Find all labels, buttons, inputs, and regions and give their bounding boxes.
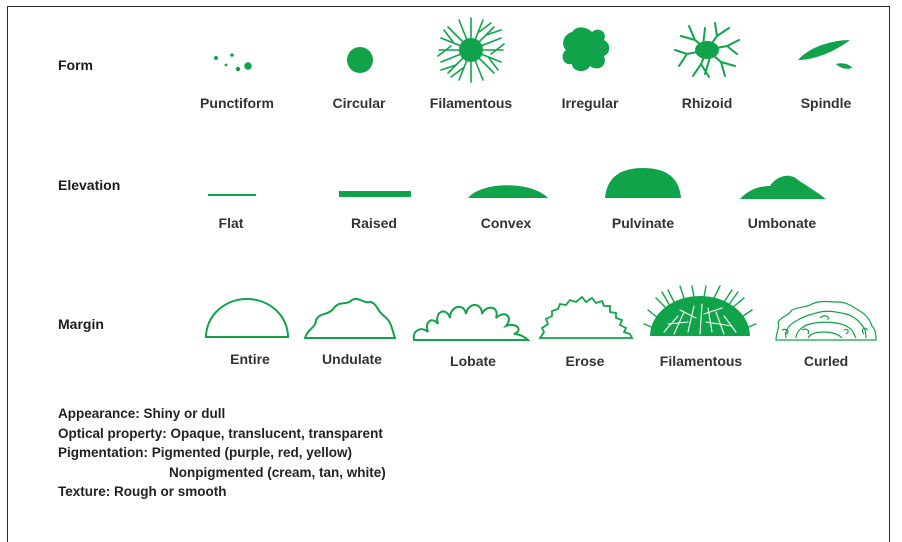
- elevation-convex-label: Convex: [481, 215, 532, 231]
- form-row-label: Form: [58, 57, 93, 73]
- punctiform-colony-icon: [210, 52, 260, 76]
- flat-elevation-icon: [208, 192, 256, 198]
- form-spindle-label: Spindle: [801, 95, 852, 111]
- nonpigmented-note: Nonpigmented (cream, tan, white): [58, 463, 386, 483]
- form-rhizoid-label: Rhizoid: [682, 95, 733, 111]
- erose-margin-icon: [538, 294, 634, 340]
- entire-margin-icon: [204, 297, 290, 339]
- undulate-margin-icon: [302, 294, 398, 340]
- elevation-raised-label: Raised: [351, 215, 397, 231]
- lobate-margin-icon: [410, 296, 532, 342]
- umbonate-elevation-icon: [740, 172, 826, 200]
- margin-undulate-label: Undulate: [322, 351, 382, 367]
- circular-colony-icon: [345, 45, 375, 75]
- appearance-note: Appearance: Shiny or dull: [58, 404, 386, 424]
- margin-lobate-label: Lobate: [450, 353, 496, 369]
- colony-characteristics-notes: Appearance: Shiny or dull Optical proper…: [58, 404, 386, 502]
- form-circular-label: Circular: [333, 95, 386, 111]
- convex-elevation-icon: [468, 179, 548, 199]
- elevation-pulvinate-label: Pulvinate: [612, 215, 674, 231]
- elevation-umbonate-label: Umbonate: [748, 215, 816, 231]
- form-irregular-label: Irregular: [562, 95, 619, 111]
- form-filamentous-label: Filamentous: [430, 95, 512, 111]
- margin-entire-label: Entire: [230, 351, 270, 367]
- elevation-flat-label: Flat: [219, 215, 244, 231]
- margin-curled-label: Curled: [804, 353, 848, 369]
- curled-margin-icon: [772, 294, 880, 342]
- margin-filamentous-label: Filamentous: [660, 353, 742, 369]
- irregular-colony-icon: [558, 22, 614, 76]
- texture-note: Texture: Rough or smooth: [58, 482, 386, 502]
- form-punctiform-label: Punctiform: [200, 95, 274, 111]
- pulvinate-elevation-icon: [605, 167, 681, 199]
- raised-elevation-icon: [339, 190, 411, 198]
- margin-row-label: Margin: [58, 316, 104, 332]
- optical-property-note: Optical property: Opaque, translucent, t…: [58, 424, 386, 444]
- pigmentation-note: Pigmentation: Pigmented (purple, red, ye…: [58, 443, 386, 463]
- spindle-colony-icon: [794, 36, 854, 72]
- elevation-row-label: Elevation: [58, 177, 120, 193]
- filamentous-colony-icon: [436, 14, 506, 86]
- filamentous-margin-icon: [644, 286, 756, 340]
- rhizoid-colony-icon: [672, 20, 742, 80]
- margin-erose-label: Erose: [566, 353, 605, 369]
